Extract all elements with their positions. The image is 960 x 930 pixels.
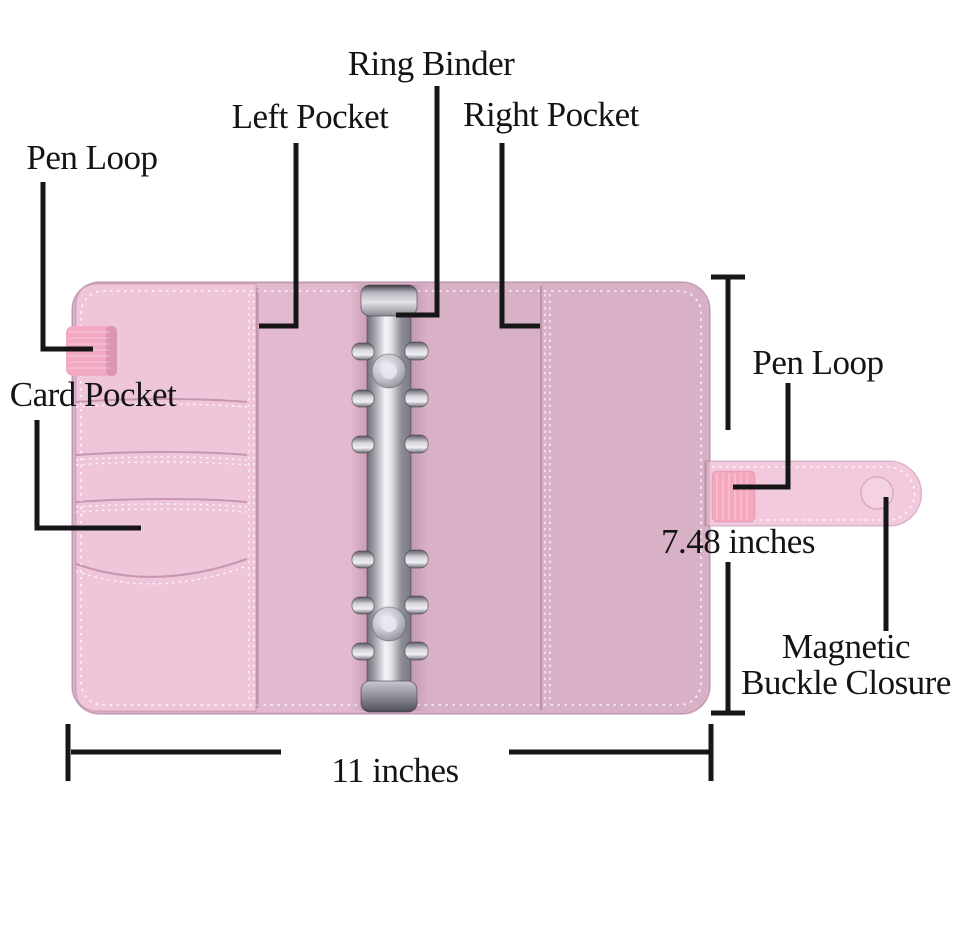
- label-card-pocket: Card Pocket: [9, 375, 177, 414]
- label-pen-loop-left: Pen Loop: [26, 138, 158, 177]
- leader-left-pocket: [259, 143, 299, 329]
- label-pen-loop-right: Pen Loop: [752, 343, 884, 382]
- card-pocket-main: [75, 558, 248, 585]
- strap-attachment-shadow: [704, 461, 710, 526]
- leader-card-pocket: [34, 420, 141, 531]
- label-magnetic-buckle: Magnetic Buckle Closure: [741, 629, 951, 701]
- left-panel-seam: [248, 288, 259, 708]
- label-ring-binder: Ring Binder: [347, 44, 515, 83]
- leader-pen-loop-left: [40, 182, 93, 352]
- label-magnetic-buckle-line2: Buckle Closure: [741, 663, 951, 702]
- leader-pen-loop-right: [733, 383, 791, 490]
- right-panel-seam: [540, 286, 551, 710]
- leader-ring-binder: [396, 86, 440, 318]
- spine-panel: [256, 284, 368, 712]
- label-left-pocket: Left Pocket: [231, 97, 389, 136]
- mechanism-top-cap: [360, 284, 418, 317]
- annotation-lines: [34, 86, 889, 631]
- mechanism-knobs: [371, 353, 407, 642]
- label-right-pocket: Right Pocket: [463, 95, 639, 134]
- strap-stitching: [712, 466, 916, 521]
- label-width-dimension: 11 inches: [331, 751, 459, 790]
- mechanism-bottom-cap: [360, 680, 418, 713]
- label-height-dimension: 7.48 inches: [661, 522, 815, 561]
- pen-loop-right-part: [711, 470, 756, 523]
- card-pocket-slots: [75, 398, 248, 513]
- closure-strap: [704, 460, 923, 527]
- width-dimension-line: [65, 724, 714, 781]
- label-magnetic-buckle-line1: Magnetic: [781, 627, 911, 666]
- pen-loop-right-ribs: [716, 473, 748, 520]
- leader-right-pocket: [499, 143, 540, 329]
- ring-binder-mechanism: [351, 284, 429, 713]
- binder-rings: [351, 341, 429, 661]
- height-dimension-line: [711, 274, 745, 716]
- left-pocket-panel: [75, 283, 257, 712]
